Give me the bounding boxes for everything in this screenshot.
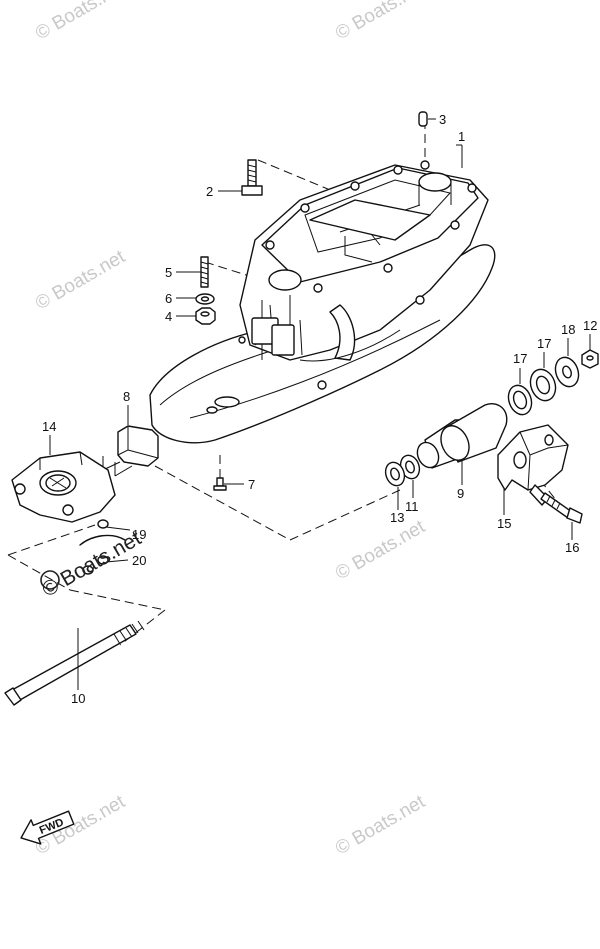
callout-19: 19: [132, 527, 146, 542]
stud-part-5: [200, 256, 209, 288]
washer-part-17b: [529, 368, 557, 402]
callout-16: 16: [565, 540, 579, 555]
callout-12: 12: [583, 318, 597, 333]
callout-1: 1: [458, 129, 465, 144]
callout-3: 3: [439, 112, 446, 127]
watermark-text: © Boats.net: [332, 0, 429, 44]
washer-part-13: [384, 461, 406, 487]
screw-part-19: [79, 519, 126, 546]
callout-6: 6: [165, 291, 172, 306]
callout-18: 18: [561, 322, 575, 337]
washer-part-17a: [507, 384, 533, 416]
watermark-text: © Boats.net: [332, 516, 429, 584]
callout-14: 14: [42, 419, 56, 434]
callouts: 1 2 3 4 5 6 7 8 9 10 11 12 13 14 15 16 1…: [42, 112, 597, 706]
callout-10: 10: [71, 691, 85, 706]
callout-4: 4: [165, 309, 172, 324]
tie-rod-part-10: [4, 620, 145, 706]
watermark-text: © Boats.net: [32, 246, 129, 314]
callout-17a: 17: [513, 351, 527, 366]
callout-17b: 17: [537, 336, 551, 351]
copyright-icon: [40, 570, 60, 590]
nut-part-20: [82, 555, 109, 575]
callout-2: 2: [206, 184, 213, 199]
callout-13: 13: [390, 510, 404, 525]
nut-part-12: [581, 349, 599, 369]
callout-20: 20: [132, 553, 146, 568]
callout-5: 5: [165, 265, 172, 280]
anode-part-8: [102, 425, 159, 477]
washer-part-11: [399, 454, 421, 480]
callout-15: 15: [497, 516, 511, 531]
bolt-part-16: [540, 492, 583, 524]
nut-part-4: [195, 307, 216, 325]
callout-7: 7: [248, 477, 255, 492]
housing-part-1: [149, 160, 496, 444]
washer-part-6: [195, 293, 215, 305]
watermark-text: © Boats.net: [32, 0, 129, 44]
leader-lines: [49, 118, 591, 690]
bolt-part-2: [241, 159, 263, 196]
callout-11: 11: [405, 499, 419, 514]
screw-part-7: [213, 477, 227, 491]
dowel-pin-part-3: [418, 111, 428, 127]
bushing-part-9: [416, 403, 508, 469]
callout-8: 8: [123, 389, 130, 404]
clamp-bracket-part-14: [11, 451, 116, 523]
callout-9: 9: [457, 486, 464, 501]
washer-part-18: [554, 356, 580, 388]
bracket-part-15: [497, 424, 569, 506]
watermark-text: © Boats.net: [332, 791, 429, 859]
